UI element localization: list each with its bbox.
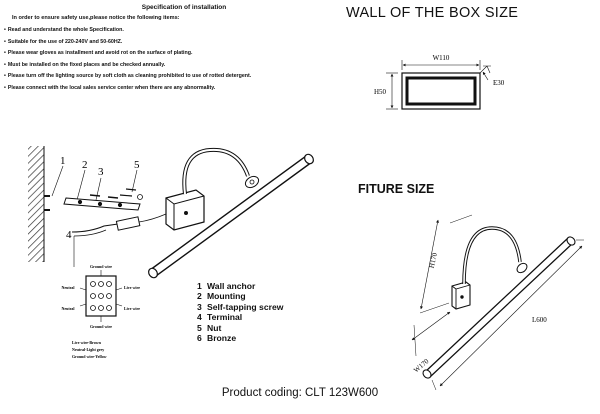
- box-width-label: W110: [433, 54, 450, 62]
- callout-3: 3: [98, 166, 104, 178]
- spec-item: Please turn off the lighting source by s…: [4, 73, 251, 85]
- terminal-neutral: Neutral: [61, 285, 75, 290]
- fixture-base: [165, 189, 205, 231]
- terminal-live-2: Live wire: [124, 306, 140, 311]
- terminal-ground-bottom: Ground wire: [90, 324, 112, 329]
- fixture-height-label: H170: [428, 252, 439, 269]
- terminal-ground-top: Ground wire: [90, 264, 112, 269]
- callout-4: 4: [66, 229, 72, 241]
- wall-box-drawing: [386, 60, 491, 110]
- box-height-label: H50: [374, 88, 387, 96]
- fixture-size-heading: FITURE SIZE: [358, 182, 435, 196]
- box-size-heading: WALL OF THE BOX SIZE: [346, 5, 519, 21]
- specification-list: Read and understand the whole Specificat…: [4, 27, 251, 97]
- fixture-length-dimension: [439, 245, 583, 387]
- spec-item: Must be installed on the fixed places an…: [4, 62, 251, 74]
- spec-item: Please wear gloves as installment and av…: [4, 50, 251, 62]
- product-code: Product coding: CLT 123W600: [221, 387, 379, 399]
- callout-1: 1: [60, 155, 66, 167]
- fixture-size-tube: [424, 237, 574, 378]
- wall-box-inner: [405, 76, 477, 106]
- specification-title: Specification of installation: [141, 4, 227, 11]
- callout-2: 2: [82, 159, 88, 171]
- wire-note: Neutral-Light grey: [72, 347, 104, 352]
- fixture-size-drawing: [411, 214, 584, 391]
- terminal-live: Live wire: [124, 285, 140, 290]
- wire-note: Ground wire-Yellow: [72, 354, 107, 359]
- wire-note: Live wire-Brown: [72, 340, 102, 345]
- terminal-neutral-2: Neutral: [61, 306, 75, 311]
- spec-item: Read and understand the whole Specificat…: [4, 27, 251, 39]
- fixture-length-label: L600: [532, 316, 547, 324]
- specification-intro: In order to ensure safety use,please not…: [12, 15, 180, 21]
- fixture-width-dimension: [411, 311, 451, 341]
- spec-item: Please connect with the local sales serv…: [4, 85, 251, 97]
- wall-box-outline: [401, 72, 481, 110]
- fixture-height-dimension: [420, 219, 439, 310]
- terminal-block: [115, 216, 141, 231]
- spec-item: Suitable for the use of 220-240V and 50-…: [4, 39, 251, 51]
- wall-hatch: [28, 146, 44, 262]
- installation-drawing: [28, 146, 314, 322]
- callout-5: 5: [134, 159, 140, 171]
- box-depth-label: E30: [493, 79, 505, 87]
